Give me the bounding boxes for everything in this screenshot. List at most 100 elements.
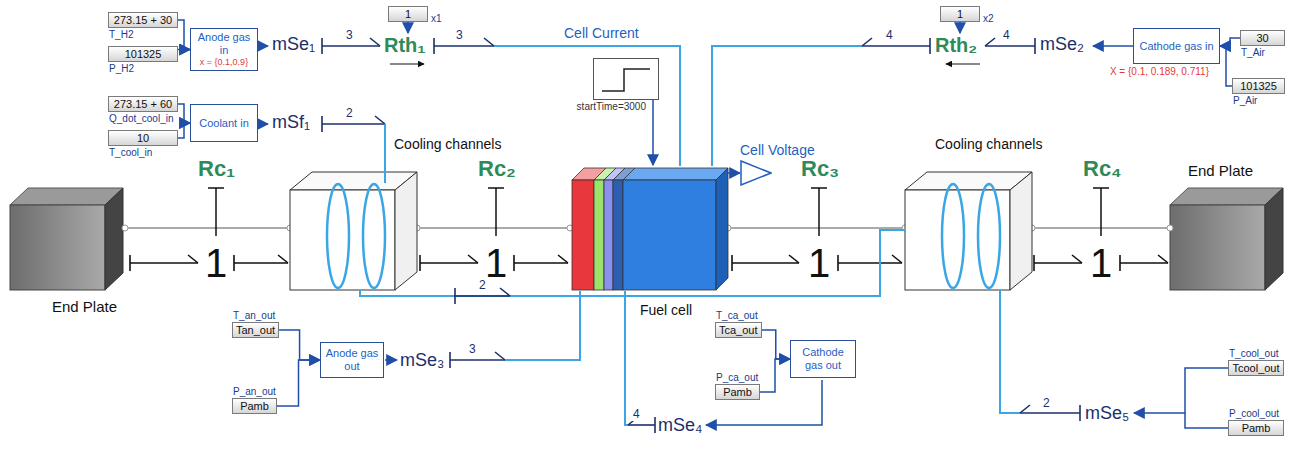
thermal-wire bbox=[505, 291, 580, 360]
bond-half-arrow bbox=[500, 288, 510, 296]
constant-value: 101325 bbox=[125, 48, 162, 60]
constant-block: PambP_an_out bbox=[232, 398, 277, 414]
part-name: Fuel cell bbox=[640, 302, 692, 318]
resistor-name: Rc₄ bbox=[1083, 156, 1122, 182]
process-box: Anode gas out bbox=[320, 342, 384, 378]
bond-half-arrow bbox=[484, 38, 494, 46]
parameter: startTime=3000 bbox=[577, 101, 646, 112]
step-curve bbox=[602, 69, 650, 91]
bond-half-arrow bbox=[278, 255, 288, 263]
bond-number: 2 bbox=[345, 106, 354, 120]
signal-connector bbox=[178, 49, 190, 51]
resistor-name: Rth₂ bbox=[935, 34, 977, 57]
coolant-coil bbox=[327, 184, 349, 288]
signal-name: T_an_out bbox=[233, 310, 275, 321]
signal-name: T_cool_out bbox=[1229, 348, 1278, 359]
process-box: Cathode gas out bbox=[790, 340, 856, 378]
bond-number: 4 bbox=[885, 28, 894, 42]
signal-name: T_cool_in bbox=[109, 147, 152, 158]
step-source: Cell CurrentstartTime=3000 bbox=[593, 58, 659, 100]
signal-name: P_cool_out bbox=[1229, 408, 1279, 419]
bond-half-arrow bbox=[558, 255, 568, 263]
signal-connector bbox=[762, 330, 790, 359]
constant-value: 30 bbox=[1256, 32, 1268, 44]
constant-block: 10T_cool_in bbox=[108, 130, 178, 146]
causal-stroke bbox=[454, 288, 456, 304]
causal-stroke bbox=[321, 38, 323, 54]
causal-stroke bbox=[449, 352, 451, 368]
fuel-cell-layer bbox=[594, 180, 604, 290]
causal-stroke bbox=[731, 255, 733, 271]
bond-number: 3 bbox=[468, 342, 477, 356]
fuel-cell-layer bbox=[716, 168, 728, 290]
end-plate bbox=[10, 188, 123, 205]
signal-connector bbox=[277, 360, 320, 406]
fuel-cell-layer bbox=[623, 168, 728, 180]
direction-arrow bbox=[390, 64, 424, 65]
fuel-cell-layer bbox=[613, 180, 623, 290]
part-name: Cooling channels bbox=[935, 136, 1042, 152]
end-plate bbox=[1265, 188, 1283, 290]
bond-element-name: mSe₅ bbox=[1085, 403, 1129, 424]
causal-stroke bbox=[433, 38, 435, 54]
bond bbox=[322, 123, 385, 125]
bond-number: 2 bbox=[478, 278, 487, 292]
coolant-coil bbox=[363, 184, 385, 288]
constant-value: 1 bbox=[957, 8, 963, 20]
causal-stroke bbox=[513, 255, 515, 271]
causal-stroke bbox=[929, 38, 931, 54]
wire bbox=[258, 123, 268, 125]
junction-symbol: 1 bbox=[205, 240, 227, 286]
bond bbox=[434, 45, 494, 47]
signal-name: T_ca_out bbox=[716, 310, 758, 321]
signal-name: P_an_out bbox=[233, 386, 276, 397]
bond-number: 3 bbox=[455, 28, 464, 42]
bond-element-name: mSe₁ bbox=[272, 34, 315, 55]
signal-connector bbox=[279, 330, 320, 360]
bond-number: 4 bbox=[632, 407, 641, 421]
signal-connector bbox=[178, 104, 190, 123]
constant-block: 101325P_H2 bbox=[108, 46, 178, 62]
causal-stroke bbox=[129, 255, 131, 271]
bond-number: 2 bbox=[1042, 396, 1051, 410]
constant-value: 1 bbox=[405, 8, 411, 20]
constant-value: Pamb bbox=[1242, 422, 1271, 434]
causal-stroke bbox=[654, 417, 656, 433]
signal-name: P_ca_out bbox=[716, 372, 758, 383]
causal-stroke bbox=[1034, 38, 1036, 54]
bond bbox=[732, 262, 799, 264]
wire bbox=[258, 45, 268, 47]
block-name: Anode gas out bbox=[325, 347, 379, 373]
end-plate bbox=[1170, 188, 1283, 205]
wire bbox=[407, 22, 409, 33]
causal-stroke bbox=[321, 116, 323, 132]
signal-connector bbox=[1220, 38, 1240, 46]
constant-block: PambP_cool_out bbox=[1228, 420, 1284, 436]
causal-stroke bbox=[837, 255, 839, 271]
signal-name: x1 bbox=[431, 13, 442, 24]
constant-block: 1x2 bbox=[940, 6, 980, 22]
fuel-cell-layer bbox=[623, 180, 716, 290]
bond-half-arrow bbox=[370, 38, 380, 46]
coolant-coil bbox=[942, 184, 964, 288]
cooling-channel-box bbox=[1010, 172, 1032, 290]
bond bbox=[1034, 262, 1082, 264]
part-name: Cooling channels bbox=[394, 136, 501, 152]
bond bbox=[450, 359, 505, 361]
causal-stroke bbox=[419, 255, 421, 271]
bond-half-arrow bbox=[985, 38, 995, 46]
thermal-wire bbox=[625, 291, 628, 425]
signal-connector bbox=[178, 123, 190, 138]
composition-note: X = {0.1, 0.189, 0.711} bbox=[1110, 65, 1209, 78]
coolant-coil bbox=[978, 184, 1000, 288]
bond-number: 4 bbox=[1002, 28, 1011, 42]
wire bbox=[959, 22, 961, 33]
resistor-stem bbox=[1100, 188, 1102, 236]
constant-value: 273.15 + 60 bbox=[114, 98, 172, 110]
wire bbox=[1185, 413, 1228, 428]
port-dot bbox=[122, 225, 128, 231]
output-port: Cell Voltage bbox=[740, 160, 772, 186]
output-triangle bbox=[741, 161, 771, 185]
